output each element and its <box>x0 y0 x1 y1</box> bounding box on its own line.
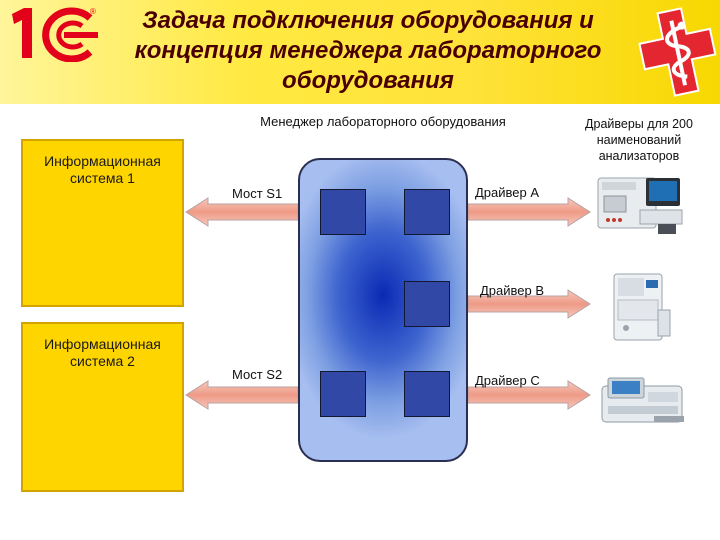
driver-b-arrow <box>467 289 591 319</box>
urine-analyzer-icon <box>601 377 684 423</box>
driver-c-port <box>404 371 450 417</box>
information-system-2: Информационная система 2 <box>21 322 184 492</box>
hematology-analyzer-icon <box>597 177 683 234</box>
bridge-s1-arrow <box>185 197 299 227</box>
information-system-1-label: Информационная система 1 <box>44 153 161 186</box>
driver-a-label: Драйвер A <box>475 185 540 200</box>
registered-mark: ® <box>90 7 96 16</box>
bridge-s2-arrow <box>185 380 299 410</box>
header-banner: ® Задача подключения оборудования и конц… <box>0 0 720 104</box>
bridge-s2-port <box>320 371 366 417</box>
driver-b-label: Драйвер B <box>480 283 545 298</box>
medical-cross-icon <box>638 7 717 97</box>
1c-logo: ® <box>12 7 98 62</box>
information-system-2-label: Информационная система 2 <box>44 336 161 369</box>
driver-b-port <box>404 281 450 327</box>
bridge-s1-port <box>320 189 366 235</box>
biochemistry-analyzer-icon <box>613 273 671 341</box>
manager-label: Менеджер лабораторного оборудования <box>260 114 506 129</box>
drivers-caption: Драйверы для 200 наименований анализатор… <box>585 117 693 163</box>
bridge-s1-label: Мост S1 <box>232 186 283 201</box>
bridge-s2-label: Мост S2 <box>232 367 283 382</box>
driver-a-arrow <box>467 197 591 227</box>
driver-a-port <box>404 189 450 235</box>
page-title: Задача подключения оборудования и концеп… <box>134 7 602 94</box>
information-system-1: Информационная система 1 <box>21 139 184 307</box>
driver-c-label: Драйвер C <box>475 373 540 388</box>
driver-c-arrow <box>467 380 591 410</box>
